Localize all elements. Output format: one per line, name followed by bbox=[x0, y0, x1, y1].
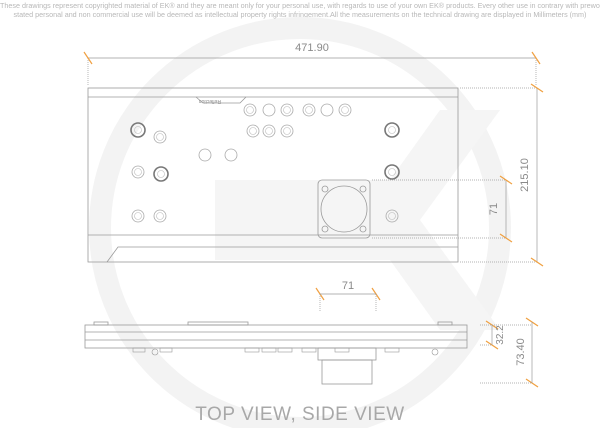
mounting-hole bbox=[320, 103, 334, 117]
side-view-dimensions bbox=[319, 293, 533, 384]
port-plug bbox=[153, 209, 167, 223]
port-plug-inner bbox=[283, 127, 291, 135]
port-plug bbox=[262, 124, 276, 138]
dim-width-label: 471.90 bbox=[295, 42, 329, 54]
port-plug-inner bbox=[134, 126, 142, 134]
port-plug-inner bbox=[156, 212, 164, 220]
terminal-block-side bbox=[321, 359, 373, 385]
port-plug-inner bbox=[283, 106, 291, 114]
port-plug-inner bbox=[134, 168, 142, 176]
port-plug-inner bbox=[305, 106, 313, 114]
port-plug bbox=[246, 124, 260, 138]
disclaimer-line-1: These drawings represent copyrighted mat… bbox=[0, 1, 600, 10]
port-plug bbox=[384, 122, 400, 138]
port-plug bbox=[280, 103, 294, 117]
port-plug bbox=[243, 103, 257, 117]
port-plug-inner bbox=[134, 212, 142, 220]
port-plug-inner bbox=[388, 168, 396, 176]
port-plug-inner bbox=[265, 127, 273, 135]
port-plug bbox=[280, 124, 294, 138]
top-view-outline bbox=[87, 87, 459, 263]
dim-height-label: 215.10 bbox=[519, 158, 531, 192]
drawing-caption: TOP VIEW, SIDE VIEW bbox=[195, 404, 405, 425]
port-plug bbox=[130, 122, 146, 138]
power-terminal bbox=[317, 179, 371, 239]
port-plug bbox=[131, 165, 145, 179]
port-plug-inner bbox=[341, 106, 349, 114]
port-plug bbox=[338, 103, 352, 117]
brand-label: Reflection bbox=[199, 98, 221, 104]
side-view bbox=[84, 321, 468, 385]
port-plug bbox=[153, 130, 167, 144]
port-plug-inner bbox=[388, 212, 396, 220]
disclaimer-line-2: stated personal and non commercial use w… bbox=[13, 10, 587, 19]
dim-terminal-width-label: 71 bbox=[342, 280, 354, 292]
ek-logo-watermark bbox=[89, 17, 511, 428]
top-view bbox=[87, 87, 459, 263]
dim-terminal-height-label: 71 bbox=[488, 203, 500, 215]
port-plug-inner bbox=[388, 126, 396, 134]
port-plug bbox=[131, 209, 145, 223]
port-plug-inner bbox=[249, 127, 257, 135]
dim-thickness-label: 32.2 bbox=[495, 325, 506, 345]
port-plug-inner bbox=[157, 170, 165, 178]
port-plug bbox=[302, 103, 316, 117]
mounting-hole bbox=[198, 148, 212, 162]
port-plug-inner bbox=[246, 106, 254, 114]
port-plug bbox=[385, 209, 399, 223]
mounting-hole bbox=[224, 148, 238, 162]
port-plug bbox=[384, 164, 400, 180]
top-view-dimensions bbox=[87, 57, 538, 263]
port-plug-inner bbox=[156, 133, 164, 141]
mounting-hole bbox=[262, 103, 276, 117]
fitting-ports bbox=[130, 103, 400, 223]
dim-total-height-label: 73.40 bbox=[515, 338, 527, 366]
port-plug bbox=[153, 166, 169, 182]
